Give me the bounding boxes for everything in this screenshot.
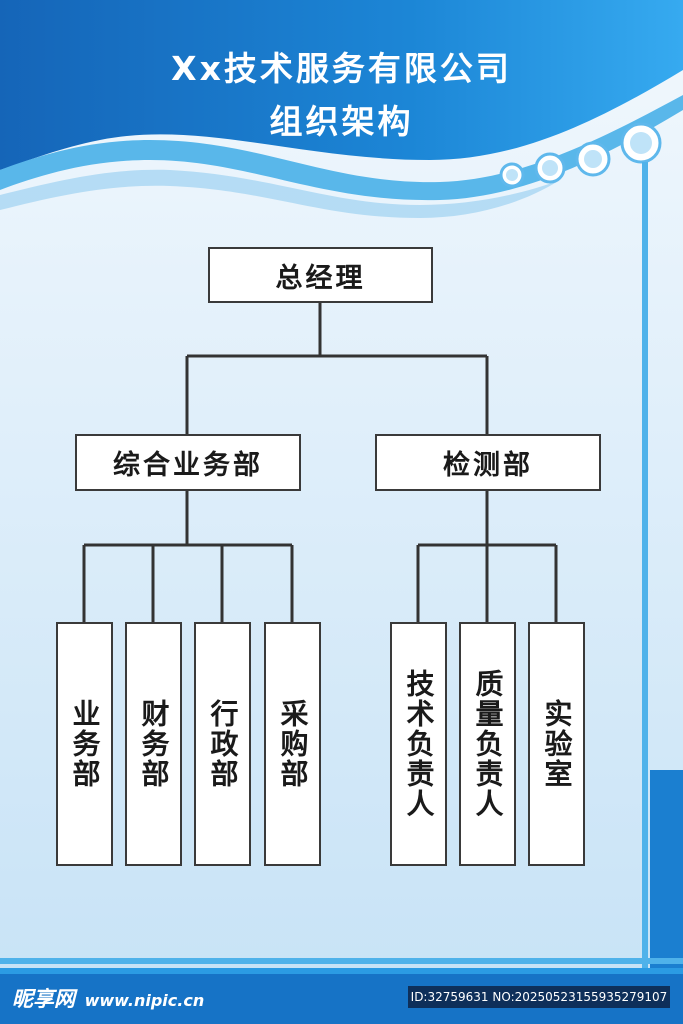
node-finance-dept: 财务部 [125,622,182,866]
node-general-business-dept: 综合业务部 [75,434,301,491]
company-title: Xx技术服务有限公司 [171,49,512,88]
node-quality-lead: 质量负责人 [459,622,516,866]
node-laboratory: 实验室 [528,622,585,866]
chart-title: 组织架构 [269,102,414,141]
watermark-brand: 昵享网 www.nipic.cn [12,983,204,1013]
watermark-brand-name: 昵享网 [12,987,75,1011]
node-business-dept: 业务部 [56,622,113,866]
node-purchasing-dept: 采购部 [264,622,321,866]
node-general-manager: 总经理 [208,247,433,303]
watermark-id: ID:32759631 NO:20250523155935279107 [408,986,670,1008]
connector-lines [82,302,558,622]
node-technical-lead: 技术负责人 [390,622,447,866]
node-testing-dept: 检测部 [375,434,601,491]
watermark-url: www.nipic.cn [84,991,205,1010]
node-admin-dept: 行政部 [194,622,251,866]
